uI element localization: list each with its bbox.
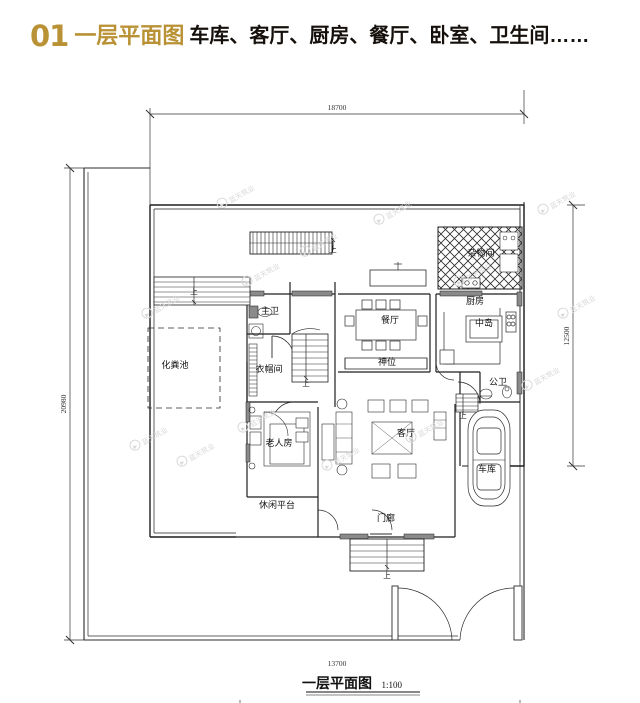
dimension-left [64,163,150,645]
floor-plan-drawing: 18700 20980 12500 [0,72,640,703]
furniture-elder-room [248,406,311,470]
dimension-left-label: 20980 [59,394,68,413]
courtyard-gate [391,585,523,641]
fixtures-master-bath [248,305,273,339]
fixtures-kitchen [439,277,517,365]
garage-car [467,409,511,507]
header-subtitle: 车库、客厅、厨房、餐厅、卧室、卫生间…… [189,25,590,47]
room-label-living: 客厅 [397,427,415,438]
stair-west [153,276,251,306]
stair-north [249,231,336,255]
dimension-right [567,200,585,471]
stair-label-west-stair: 上 [190,287,198,296]
room-label-entry-porch: 门廊 [377,512,395,523]
fixtures-public-bath [479,385,512,400]
plan-svg: 18700 20980 12500 [59,90,585,703]
svg-text:一层平面图 1:100: 一层平面图 1:100 [302,676,403,692]
furniture-dining-table [344,299,428,351]
interior-walls [236,282,520,538]
furniture-altar-top [369,262,427,287]
caption-title: 一层平面图 [302,676,372,692]
furniture-living-room [321,398,447,479]
room-label-island: 中岛 [475,317,493,328]
plan-caption: 一层平面图 1:100 [302,676,420,696]
stair-label-entry-stair: 上 [383,571,391,580]
windows [245,290,523,540]
page-header: 01 一层平面图 车库、客厅、厨房、餐厅、卧室、卫生间…… [0,0,640,72]
stair-main [291,328,329,383]
stair-label-garage-stair: 上 [459,411,467,420]
dimension-top [145,90,529,272]
room-label-cloakroom: 衣帽间 [255,363,282,374]
room-label-septic: 化粪池 [161,359,188,370]
septic-tank-outline [147,327,221,409]
room-label-elder-room: 老人房 [265,437,292,448]
room-label-shrine: 神位 [378,356,396,367]
room-label-master-bath: 主卫 [261,305,279,316]
header-gold-title: 一层平面图 [74,23,185,48]
room-label-leisure-deck: 休闲平台 [259,499,295,510]
caption-scale: 1:100 [381,680,402,690]
stair-entry [349,538,425,572]
stair-label-main-stair: 上 [302,379,310,388]
room-label-public-bath: 公卫 [489,377,507,387]
stair-garage [455,393,479,414]
dimension-bottom-label: 13700 [328,659,347,668]
room-label-garage: 车库 [478,463,496,474]
room-label-kitchen: 厨房 [466,295,484,306]
dimension-top-label: 18700 [328,103,347,112]
room-label-utility: 杂物间 [467,247,494,258]
header-number: 01 [30,18,69,53]
dimension-right-label: 12500 [562,326,571,345]
fixtures-cloakroom [248,343,258,397]
room-label-dining: 餐厅 [381,314,399,325]
stair-label-north-stair: 上 [329,245,337,254]
furniture-shrine [344,357,428,370]
